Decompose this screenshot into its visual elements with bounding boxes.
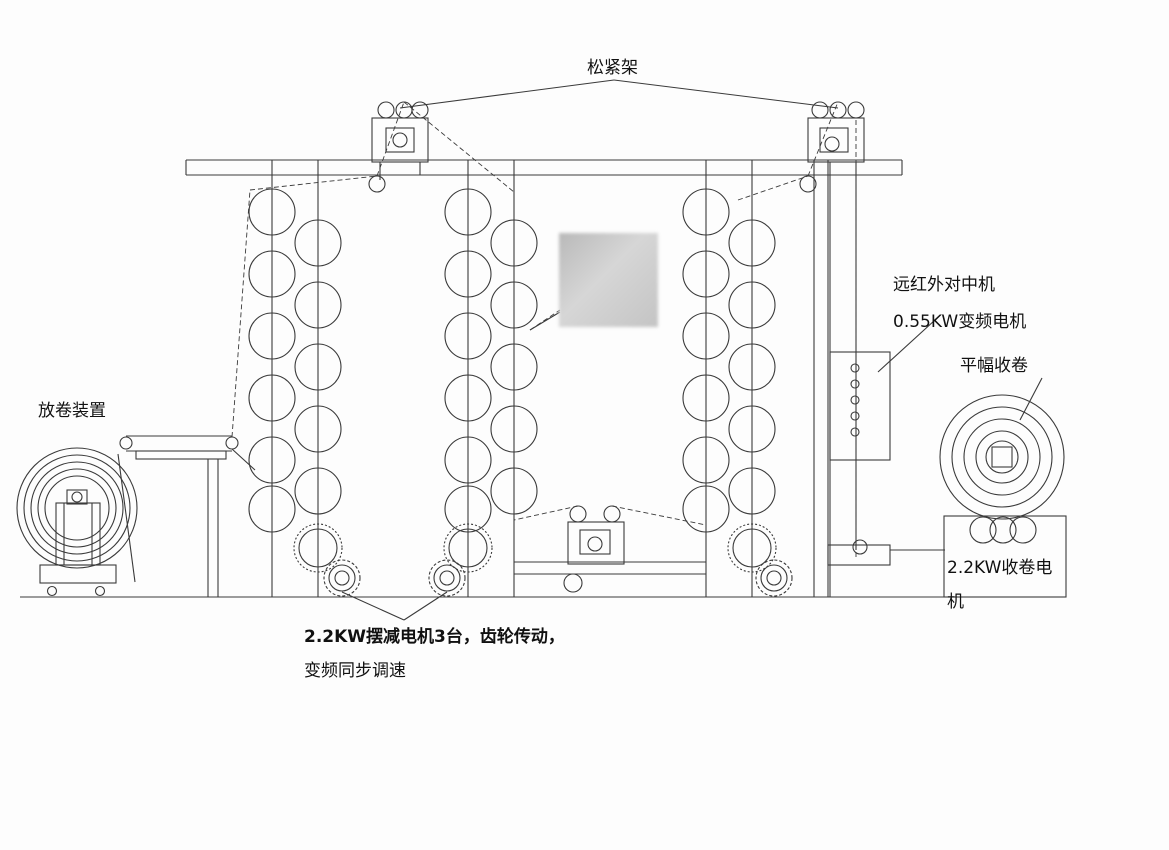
tension-frame-left (368, 101, 429, 193)
tension-frame-right (799, 101, 865, 597)
unwind-roll (16, 447, 138, 597)
unwind-device-label: 放卷装置 (38, 401, 106, 421)
main-frame (185, 159, 903, 597)
drive-gears (323, 559, 793, 597)
tension-frame-middle (563, 505, 625, 593)
obscured-leader (529, 311, 561, 331)
feed-conveyor (117, 435, 256, 597)
main-motor-leaders (341, 591, 448, 621)
ir-centering-label: 远红外对中机 (893, 275, 995, 295)
ir-centering-machine (827, 319, 945, 566)
tension-frame-leaders (399, 79, 839, 109)
flat-rewind-label: 平幅收卷 (960, 356, 1028, 376)
main-motor-label-line2: 变频同步调速 (304, 661, 406, 681)
roller-column-1 (248, 188, 343, 573)
rewind-motor-label-line1: 2.2KW收卷电 (947, 558, 1053, 578)
ir-motor-label: 0.55KW变频电机 (893, 312, 1027, 332)
main-motor-label-line1: 2.2KW摆减电机3台，齿轮传动， (304, 627, 565, 647)
tension-frame-label: 松紧架 (587, 58, 638, 78)
roller-column-3 (682, 188, 777, 573)
rewind-roll (939, 377, 1067, 598)
rewind-motor-label-line2: 机 (947, 592, 964, 612)
obscured-patch (559, 233, 658, 327)
fabric-path (231, 101, 857, 560)
roller-column-2 (443, 188, 538, 573)
